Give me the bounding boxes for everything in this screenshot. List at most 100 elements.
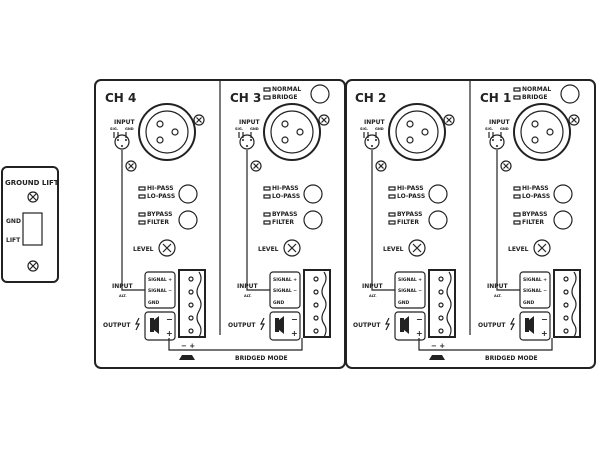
bridge-wire xyxy=(418,338,553,351)
terminal-screw xyxy=(313,315,319,321)
screw-icon xyxy=(193,114,205,126)
output-minus-label: − xyxy=(416,315,423,324)
output-plus-label: + xyxy=(166,329,173,338)
input-alt-label: INPUT xyxy=(112,283,134,290)
screw-icon xyxy=(27,191,39,203)
input-alt-label: INPUT xyxy=(487,283,509,290)
terminal-screw xyxy=(438,315,444,321)
input-label: INPUT xyxy=(114,119,136,126)
bypass-filter-switch[interactable] xyxy=(428,210,448,230)
signal-minus-label: SIGNAL − xyxy=(148,288,172,294)
gnd-label: GND xyxy=(6,218,21,225)
hi-pass-label: HI-PASS xyxy=(272,185,299,192)
terminal-gnd-label: GND xyxy=(273,300,284,306)
terminal-block[interactable] xyxy=(428,269,456,338)
level-label: LEVEL xyxy=(133,246,154,253)
signal-plus-label: SIGNAL + xyxy=(523,277,547,283)
terminal-screw xyxy=(563,302,569,308)
hi-lo-pass-switch[interactable] xyxy=(303,184,323,204)
bypass-filter-switch[interactable] xyxy=(553,210,573,230)
lift-label: LIFT xyxy=(6,237,21,244)
input-label: INPUT xyxy=(489,119,511,126)
xlr-input-connector[interactable] xyxy=(513,103,571,161)
hi-lo-pass-switch[interactable] xyxy=(428,184,448,204)
terminal-screw xyxy=(563,315,569,321)
gnd-pin-label: GND xyxy=(125,127,134,131)
terminal-screw xyxy=(188,302,194,308)
switch-position-icon xyxy=(263,87,271,92)
switch-position-icon xyxy=(263,220,271,225)
alt-label: ALT. xyxy=(119,294,127,298)
terminal-screw xyxy=(438,302,444,308)
input-wire xyxy=(496,150,520,291)
bridge-speaker-icon xyxy=(179,355,195,360)
lightning-icon xyxy=(135,317,140,331)
xlr-input-connector[interactable] xyxy=(263,103,321,161)
level-knob[interactable] xyxy=(283,239,301,257)
output-block xyxy=(144,311,176,341)
hi-pass-label: HI-PASS xyxy=(522,185,549,192)
gnd-pin-label: GND xyxy=(375,127,384,131)
screw-icon xyxy=(318,114,330,126)
sig-label: SIG. xyxy=(360,127,368,131)
speaker-icon xyxy=(275,316,284,334)
bypass-label: BYPASS xyxy=(522,211,547,218)
switch-position-icon xyxy=(388,212,396,217)
level-label: LEVEL xyxy=(258,246,279,253)
gnd-pin-label: GND xyxy=(500,127,509,131)
bypass-filter-switch[interactable] xyxy=(303,210,323,230)
normal-bridge-switch[interactable] xyxy=(560,84,580,104)
sig-label: SIG. xyxy=(485,127,493,131)
bridged-mode-label: BRIDGED MODE xyxy=(235,355,288,362)
xlr-pinout-icon xyxy=(363,132,380,150)
signal-block xyxy=(144,271,176,309)
alt-label: ALT. xyxy=(494,294,502,298)
terminal-gnd-label: GND xyxy=(398,300,409,306)
filter-label: FILTER xyxy=(147,219,169,226)
xlr-input-connector[interactable] xyxy=(388,103,446,161)
switch-position-icon xyxy=(513,212,521,217)
bridge-label: BRIDGE xyxy=(272,94,297,101)
input-label: INPUT xyxy=(239,119,261,126)
xlr-input-connector[interactable] xyxy=(138,103,196,161)
lo-pass-label: LO-PASS xyxy=(522,193,550,200)
channel-ch4: CH 4INPUTSIG.GNDHI-PASSLO-PASSBYPASSFILT… xyxy=(103,91,303,362)
normal-bridge-switch[interactable] xyxy=(310,84,330,104)
terminal-screw xyxy=(563,289,569,295)
hi-lo-pass-switch[interactable] xyxy=(553,184,573,204)
input-label: INPUT xyxy=(364,119,386,126)
terminal-screw xyxy=(563,276,569,282)
channel-title: CH 1 xyxy=(480,91,511,105)
bypass-filter-switch[interactable] xyxy=(178,210,198,230)
output-plus-label: + xyxy=(541,329,548,338)
switch-position-icon xyxy=(138,194,146,199)
output-label: OUTPUT xyxy=(353,322,381,329)
terminal-block[interactable] xyxy=(303,269,331,338)
input-wire xyxy=(121,150,145,291)
hi-lo-pass-switch[interactable] xyxy=(178,184,198,204)
level-knob[interactable] xyxy=(158,239,176,257)
output-plus-label: + xyxy=(416,329,423,338)
terminal-screw xyxy=(188,315,194,321)
signal-block xyxy=(394,271,426,309)
terminal-screw xyxy=(438,276,444,282)
ground-lift-switch[interactable] xyxy=(22,212,43,246)
level-label: LEVEL xyxy=(383,246,404,253)
terminal-block[interactable] xyxy=(553,269,581,338)
screw-icon xyxy=(568,114,580,126)
lo-pass-label: LO-PASS xyxy=(397,193,425,200)
terminal-screw xyxy=(313,289,319,295)
level-knob[interactable] xyxy=(533,239,551,257)
sig-label: SIG. xyxy=(110,127,118,131)
filter-label: FILTER xyxy=(397,219,419,226)
switch-position-icon xyxy=(513,87,521,92)
channel-ch2: CH 2INPUTSIG.GNDHI-PASSLO-PASSBYPASSFILT… xyxy=(353,91,553,362)
terminal-block[interactable] xyxy=(178,269,206,338)
alt-label: ALT. xyxy=(244,294,252,298)
level-label: LEVEL xyxy=(508,246,529,253)
level-knob[interactable] xyxy=(408,239,426,257)
signal-plus-label: SIGNAL + xyxy=(148,277,172,283)
lo-pass-label: LO-PASS xyxy=(272,193,300,200)
output-block xyxy=(394,311,426,341)
terminal-screw xyxy=(438,289,444,295)
